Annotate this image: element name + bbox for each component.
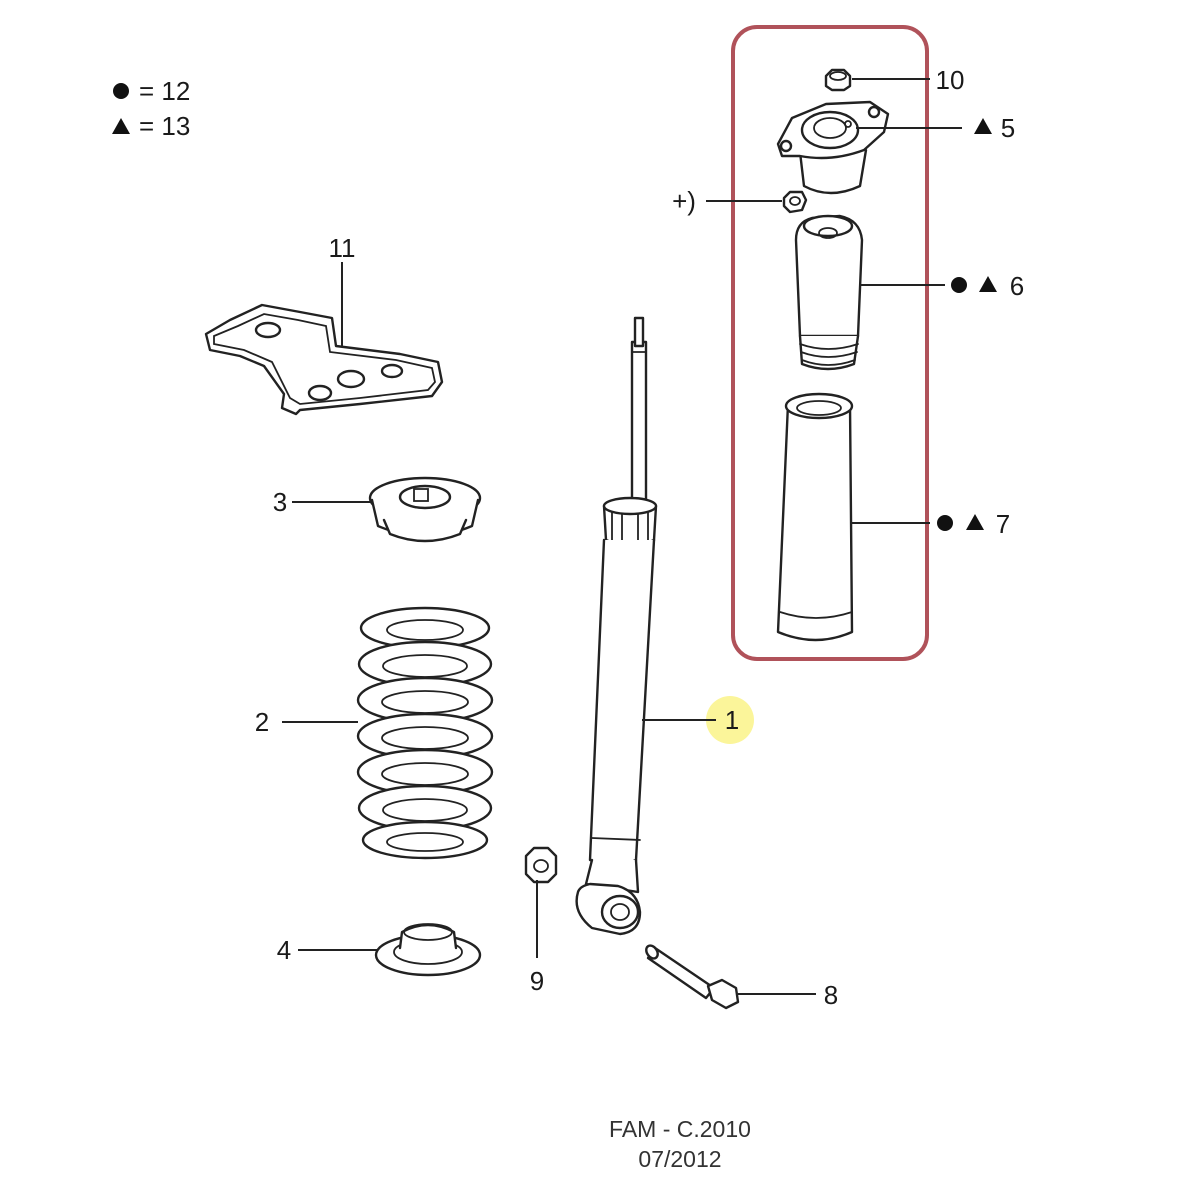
footer-date: 07/2012: [638, 1146, 721, 1172]
callout-6: 6: [1010, 271, 1024, 301]
part-4-lower-spring-seat: [374, 923, 482, 977]
part-5-strut-mount: [776, 100, 890, 195]
legend: = 12 = 13: [112, 76, 190, 141]
callout-2: 2: [255, 707, 269, 737]
footer-model-code: FAM - C.2010: [609, 1116, 751, 1142]
part-10-top-nut: [824, 68, 852, 92]
legend-triangle-value: = 13: [139, 111, 190, 141]
part-1-shock-absorber: [575, 316, 658, 936]
callout-5: 5: [1001, 113, 1015, 143]
legend-triangle-icon: [112, 118, 130, 134]
callout-10: 10: [936, 65, 965, 95]
part-3-upper-spring-seat: [368, 476, 482, 543]
legend-circle-icon: [113, 83, 129, 99]
callout-plus: +): [672, 186, 696, 216]
triangle-marker-6: [979, 276, 997, 292]
legend-circle-value: = 12: [139, 76, 190, 106]
callout-11: 11: [329, 233, 356, 263]
callout-1-highlight: [706, 696, 754, 744]
part-6-bump-stop: [794, 214, 864, 371]
callout-1: 1: [725, 705, 739, 735]
small-nut: [782, 190, 808, 214]
highlight-box: [731, 25, 929, 661]
callout-8: 8: [824, 980, 838, 1010]
circle-marker-6: [951, 277, 967, 293]
triangle-marker-7: [966, 514, 984, 530]
part-11-gasket-plate: [204, 303, 444, 416]
part-9-nut: [524, 846, 558, 884]
part-2-coil-spring: [356, 606, 494, 860]
part-8-bolt: [645, 944, 740, 1010]
callout-3: 3: [273, 487, 287, 517]
callout-9: 9: [530, 966, 544, 996]
triangle-marker-5: [974, 118, 992, 134]
circle-marker-7: [937, 515, 953, 531]
part-7-dust-boot: [776, 392, 854, 642]
callout-4: 4: [277, 935, 291, 965]
callout-7: 7: [996, 509, 1010, 539]
